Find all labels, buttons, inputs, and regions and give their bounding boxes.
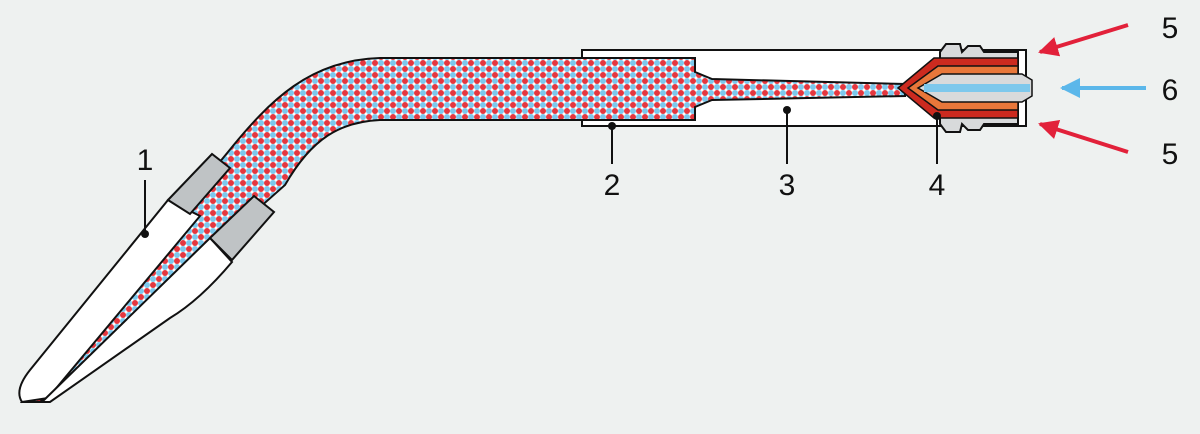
label-3: 3 — [779, 169, 796, 202]
gas-inlet-connector-lower — [208, 194, 276, 262]
arrow-5-top — [1038, 23, 1129, 57]
leader-dot-4 — [933, 112, 941, 120]
gas-inlet-connector-upper — [166, 152, 232, 216]
nozzle-oxygen-channel — [924, 84, 1030, 92]
leader-dot-3 — [783, 106, 791, 114]
label-2: 2 — [604, 169, 621, 202]
leader-dot-1 — [141, 230, 149, 238]
inlet-wedge-lower — [39, 236, 234, 403]
label-6: 6 — [1162, 74, 1179, 107]
leader-dot-2 — [608, 122, 616, 130]
nozzle-fitting — [896, 43, 1033, 133]
label-5-top: 5 — [1162, 12, 1179, 45]
leader-dots — [141, 106, 941, 238]
arrow-5-bottom — [1038, 119, 1129, 154]
label-4: 4 — [929, 169, 946, 202]
leader-lines — [144, 110, 938, 232]
label-5-bottom: 5 — [1162, 138, 1179, 171]
label-1: 1 — [137, 144, 154, 177]
